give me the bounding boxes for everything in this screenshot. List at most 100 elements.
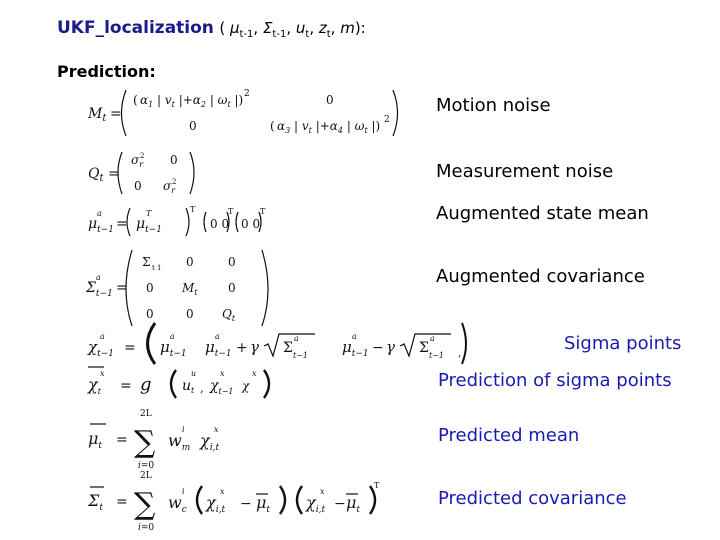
svg-text:Σ: Σ [283, 340, 293, 356]
svg-text:=: = [124, 340, 136, 356]
svg-text:μt−1: μt−1 [205, 338, 232, 359]
svg-text:Σ: Σ [419, 340, 429, 356]
svg-text:Qt: Qt [88, 166, 104, 184]
svg-text:i: i [182, 487, 185, 496]
svg-text:0: 0 [170, 153, 178, 167]
svg-text:a: a [97, 209, 102, 218]
svg-text:−: − [372, 340, 384, 356]
label-measurement-noise: Measurement noise [436, 161, 614, 182]
svg-text:0: 0 [134, 179, 142, 193]
svg-text:=: = [120, 378, 132, 394]
svg-text:χt−1: χt−1 [87, 338, 114, 359]
svg-text:wc: wc [168, 493, 187, 515]
svg-text:T: T [146, 209, 152, 218]
svg-text:T: T [190, 205, 196, 214]
function-parameters: ( μt-1, Σt-1, ut, zt, m): [219, 19, 366, 40]
svg-text:=: = [116, 216, 128, 232]
svg-text:Σt: Σt [87, 491, 103, 513]
svg-text:0: 0 [146, 307, 154, 321]
svg-text:,: , [458, 348, 461, 359]
algorithm-header: UKF_localization ( μt-1, Σt-1, ut, zt, m… [57, 18, 366, 40]
label-predicted-mean: Predicted mean [438, 425, 580, 446]
svg-text:t−1: t−1 [429, 351, 444, 360]
svg-text:ut: ut [182, 378, 195, 395]
svg-text:x: x [220, 369, 225, 378]
svg-text:χt−1: χt−1 [209, 378, 234, 396]
svg-text:a: a [294, 334, 299, 343]
svg-text:μt: μt [346, 493, 360, 515]
svg-text:=: = [110, 106, 122, 122]
svg-text:x: x [320, 487, 325, 496]
svg-text:2L: 2L [140, 471, 152, 481]
svg-text:∑: ∑ [134, 487, 156, 522]
svg-text:2L: 2L [140, 409, 152, 419]
svg-text:x: x [220, 487, 225, 496]
svg-text:T: T [260, 207, 266, 216]
svg-text:x: x [252, 369, 257, 378]
svg-text:u: u [191, 369, 196, 378]
svg-text:2: 2 [140, 152, 144, 160]
svg-text:0 0: 0 0 [241, 217, 260, 231]
label-augmented-covariance: Augmented covariance [436, 266, 645, 287]
svg-text:i=0: i=0 [138, 461, 154, 471]
svg-text:μt: μt [88, 429, 102, 451]
svg-text:wm: wm [168, 431, 190, 453]
svg-text:T: T [228, 207, 234, 216]
svg-text:i: i [182, 425, 185, 434]
svg-text:(: ( [133, 93, 138, 107]
svg-text:a: a [430, 334, 435, 343]
label-sigma-points: Sigma points [564, 333, 682, 354]
svg-text:=: = [116, 432, 128, 448]
section-title: Prediction: [57, 62, 156, 81]
svg-text:0: 0 [189, 119, 197, 133]
svg-text:,: , [200, 381, 204, 395]
svg-text:Mt: Mt [87, 106, 107, 124]
svg-text:χ: χ [241, 379, 250, 393]
svg-text:−: − [334, 496, 346, 512]
svg-text:+: + [236, 340, 248, 356]
svg-text:0: 0 [228, 281, 236, 295]
svg-text:μt: μt [256, 493, 270, 515]
svg-text:γ: γ [250, 338, 259, 356]
svg-text:γ: γ [386, 338, 395, 356]
svg-text:χi,t: χi,t [205, 493, 225, 515]
svg-text:t−1: t−1 [293, 351, 308, 360]
svg-text:=: = [116, 280, 128, 296]
svg-text:0 0: 0 0 [210, 217, 229, 231]
svg-text:2: 2 [244, 89, 250, 99]
label-prediction-of-sigma-points: Prediction of sigma points [438, 370, 672, 391]
svg-text:0: 0 [326, 93, 334, 107]
svg-text:μt−1: μt−1 [88, 216, 114, 235]
svg-text:x: x [214, 425, 219, 434]
function-name: UKF_localization [57, 18, 214, 38]
svg-text:∑: ∑ [134, 425, 156, 460]
svg-text:α3 | vt |+α4 | ωt |): α3 | vt |+α4 | ωt |) [277, 119, 380, 135]
svg-text:t 1: t 1 [152, 264, 162, 272]
svg-text:−: − [240, 496, 252, 512]
svg-text:T: T [374, 481, 380, 490]
svg-text:a: a [352, 332, 357, 341]
svg-text:2: 2 [172, 178, 176, 186]
svg-text:=: = [108, 166, 120, 182]
svg-text:0: 0 [228, 255, 236, 269]
label-predicted-covariance: Predicted covariance [438, 488, 627, 509]
svg-text:i=0: i=0 [138, 523, 154, 533]
svg-text:a: a [215, 332, 220, 341]
svg-text:a: a [170, 332, 175, 341]
svg-text:=: = [116, 494, 128, 510]
svg-text:g: g [140, 374, 152, 395]
label-augmented-state-mean: Augmented state mean [436, 203, 649, 224]
svg-text:Σ: Σ [142, 255, 150, 269]
label-motion-noise: Motion noise [436, 95, 551, 116]
svg-text:χi,t: χi,t [305, 493, 325, 515]
svg-text:χi,t: χi,t [199, 431, 219, 453]
svg-text:Mt: Mt [181, 281, 198, 297]
svg-text:a: a [100, 332, 105, 341]
svg-text:0: 0 [146, 281, 154, 295]
svg-text:x: x [100, 369, 105, 378]
svg-text:χt: χt [87, 375, 102, 396]
svg-text:0: 0 [186, 255, 194, 269]
svg-text:0: 0 [186, 307, 194, 321]
svg-text:μt−1: μt−1 [136, 216, 162, 235]
